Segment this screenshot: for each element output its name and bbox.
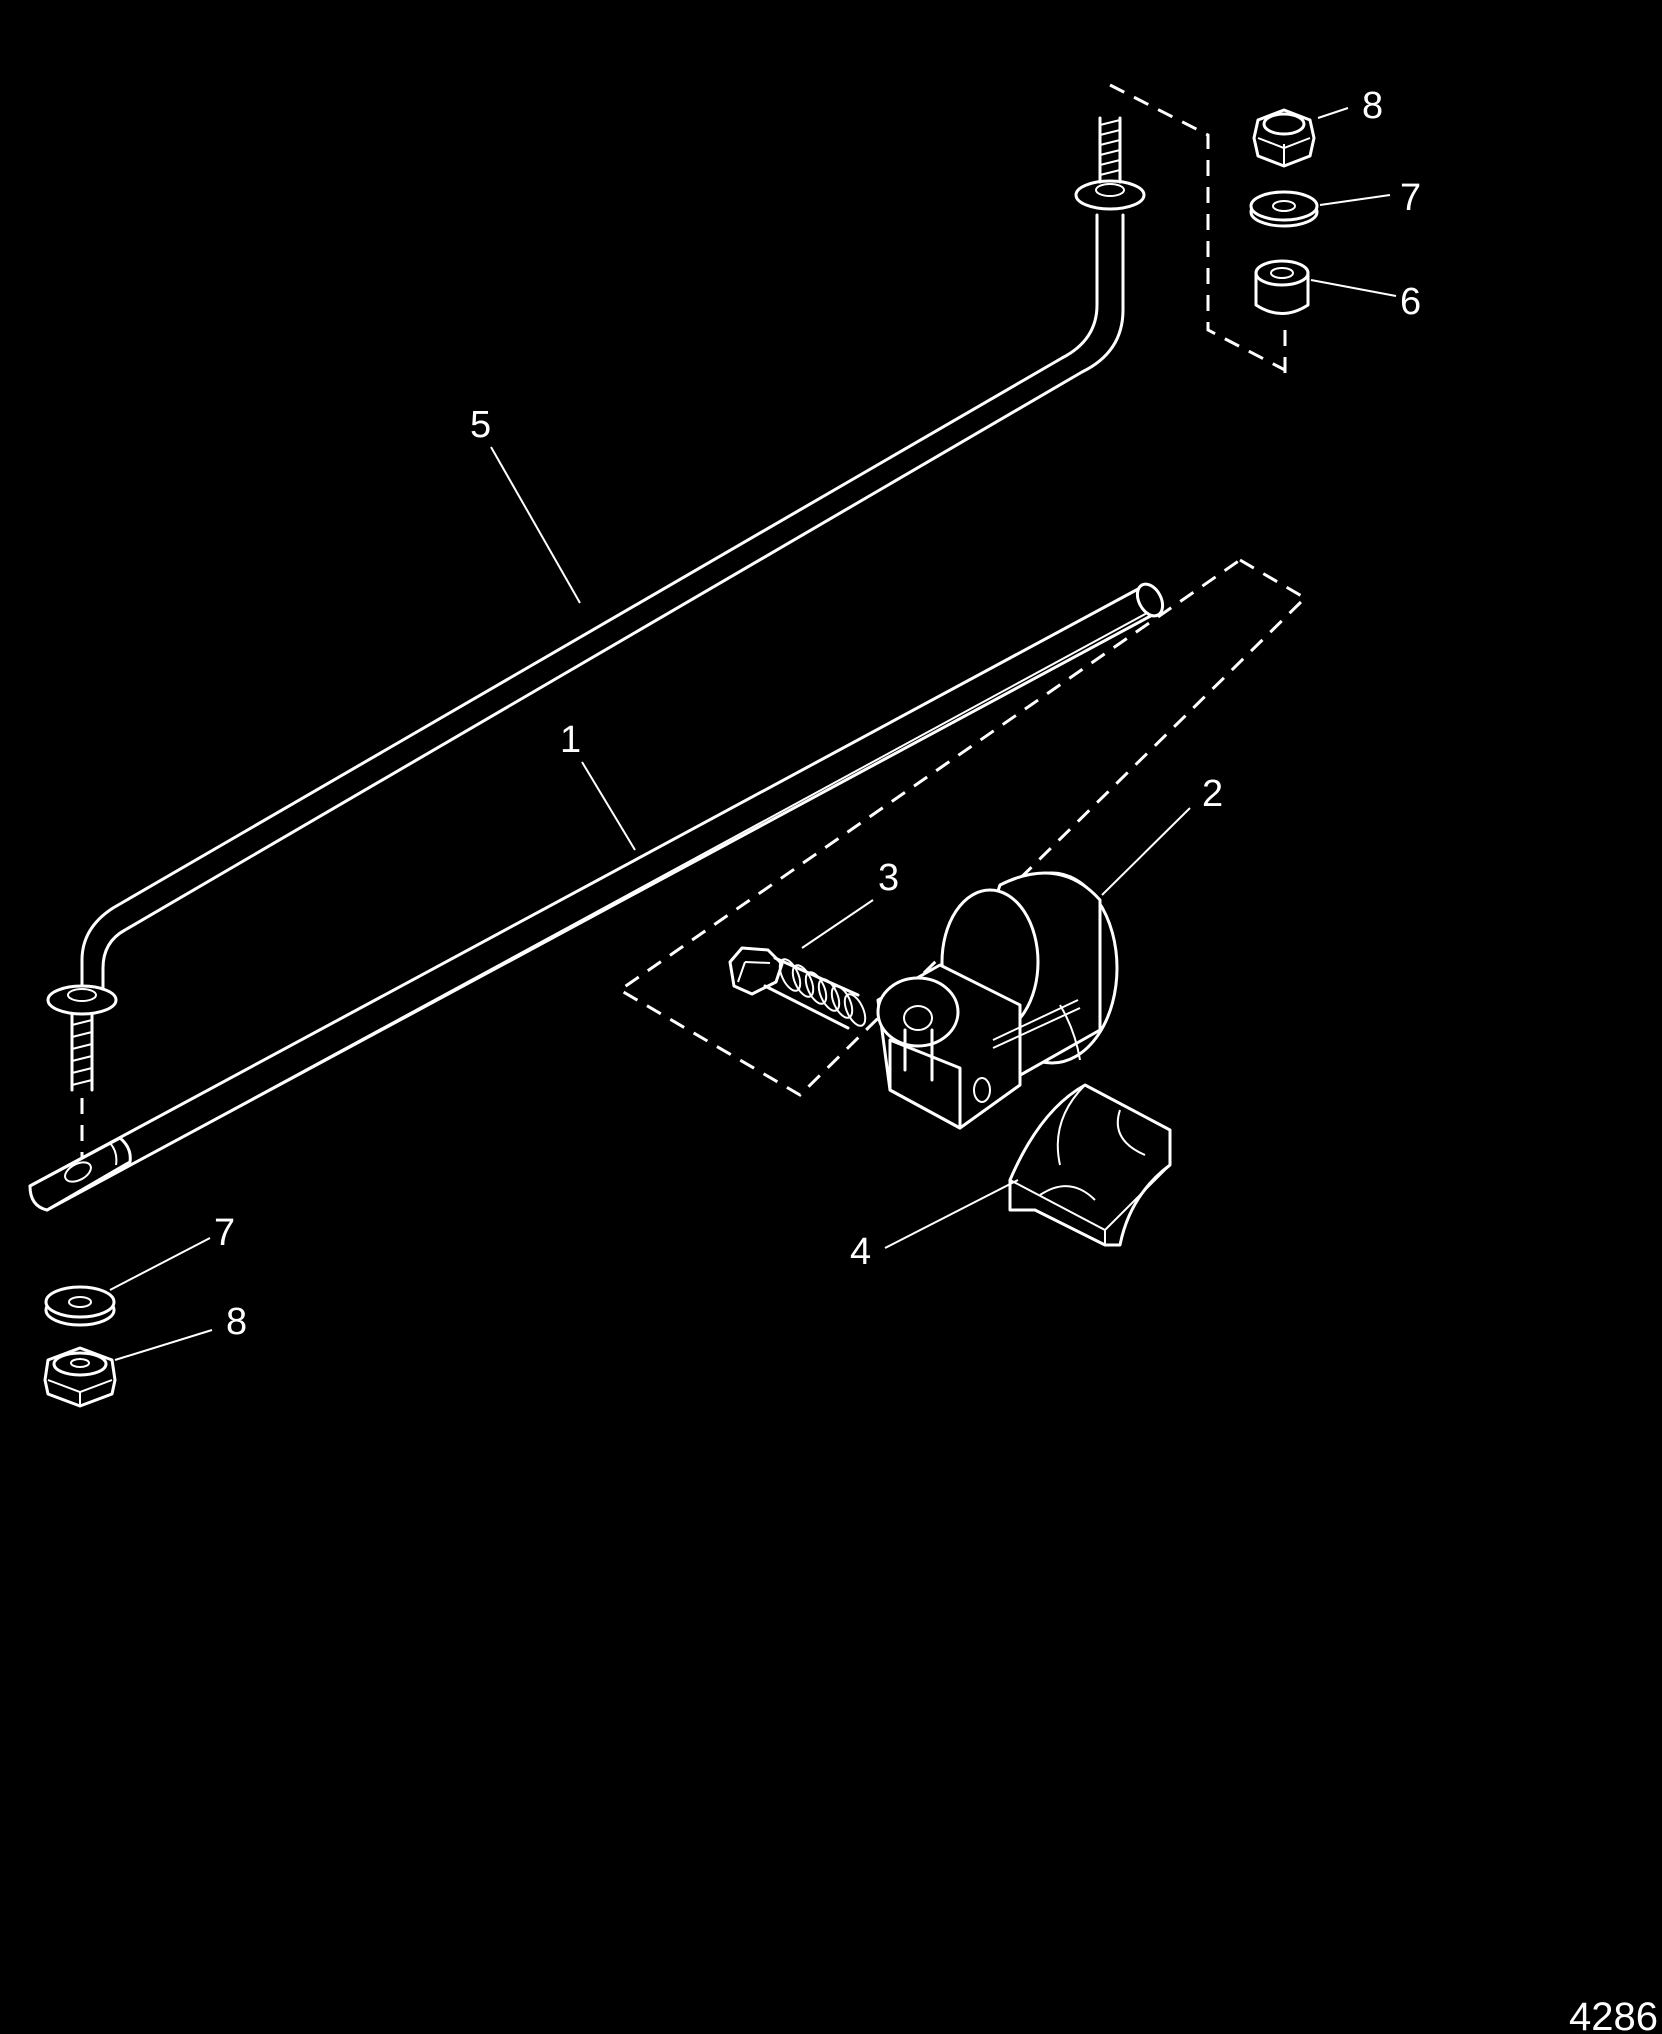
bottom-threaded-stud xyxy=(70,1013,94,1092)
assembly-line-clamp xyxy=(617,558,1308,1097)
top-threaded-stud xyxy=(1098,116,1122,184)
nut-top xyxy=(1252,108,1316,168)
callout-3: 3 xyxy=(878,857,899,899)
nut-bottom xyxy=(43,1346,117,1408)
callout-4: 4 xyxy=(850,1231,871,1273)
hex-bolt xyxy=(728,946,867,1030)
callout-8-top: 8 xyxy=(1362,85,1383,127)
callout-5: 5 xyxy=(470,404,491,446)
washer-bottom xyxy=(44,1285,116,1327)
saddle-insert xyxy=(1008,1083,1172,1247)
callout-7-bottom: 7 xyxy=(214,1212,235,1254)
leader-line-8-bottom xyxy=(114,1329,213,1361)
bent-link-rod xyxy=(46,116,1146,1165)
leader-line-8-top xyxy=(1317,107,1349,119)
callout-1: 1 xyxy=(560,719,581,761)
callout-6: 6 xyxy=(1400,281,1421,323)
leader-line-5 xyxy=(490,446,581,604)
clamp-block xyxy=(876,871,1119,1130)
leader-line-1 xyxy=(581,761,636,851)
washer-top xyxy=(1249,190,1319,228)
figure-number: 4286 xyxy=(1569,1995,1658,2034)
assembly-line-top-right xyxy=(1109,83,1286,372)
leader-line-4 xyxy=(884,1179,1019,1249)
leader-line-3 xyxy=(801,899,874,949)
leader-line-7-bottom xyxy=(109,1237,211,1291)
bushing xyxy=(1254,259,1310,315)
leader-line-6 xyxy=(1310,279,1397,297)
callout-2: 2 xyxy=(1202,773,1223,815)
tie-bar xyxy=(28,582,1165,1212)
callout-7-top: 7 xyxy=(1400,177,1421,219)
callout-8-bottom: 8 xyxy=(226,1301,247,1343)
leader-line-2 xyxy=(1101,807,1191,896)
leader-line-7-top xyxy=(1319,194,1391,206)
